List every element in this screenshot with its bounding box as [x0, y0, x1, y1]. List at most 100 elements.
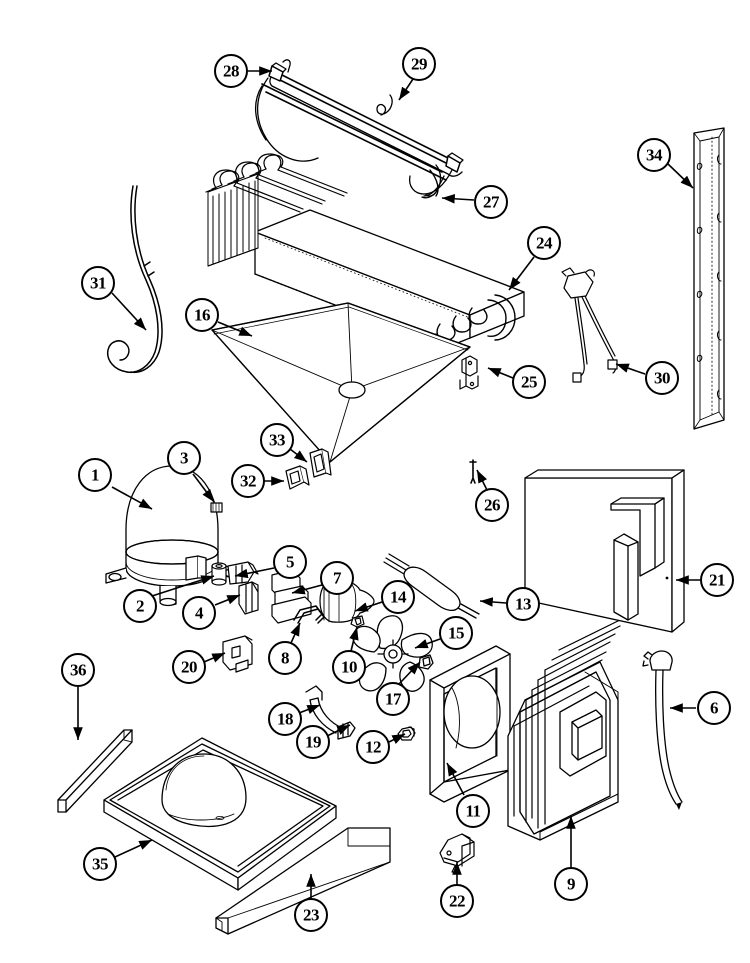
callout-34-side-trim-panel[interactable]: 34 — [637, 138, 671, 172]
callout-5-relay[interactable]: 5 — [273, 545, 307, 579]
leader-line-19 — [326, 724, 351, 737]
leader-line-25 — [487, 367, 514, 379]
access-panel — [524, 469, 685, 633]
callout-label: 9 — [567, 874, 576, 893]
leader-line-3 — [192, 473, 215, 503]
callout-4-terminal-cover[interactable]: 4 — [182, 596, 216, 630]
leader-line-24 — [508, 256, 535, 291]
callout-label: 15 — [448, 623, 465, 642]
callout-21-access-panel[interactable]: 21 — [700, 563, 734, 597]
callout-24-condenser-tube-coil[interactable]: 24 — [527, 226, 561, 260]
callout-label: 25 — [521, 372, 538, 391]
callout-label: 14 — [390, 587, 407, 606]
grommets — [285, 448, 332, 490]
callout-33-grommet-large[interactable]: 33 — [260, 423, 294, 457]
callout-12-hex-nut[interactable]: 12 — [356, 730, 390, 764]
leader-line-33 — [289, 448, 308, 463]
callout-9-condenser[interactable]: 9 — [554, 867, 588, 901]
leader-line-15 — [414, 638, 441, 649]
callout-18-drain-hose[interactable]: 18 — [268, 702, 302, 736]
leader-line-14 — [354, 601, 383, 612]
callout-label: 13 — [515, 594, 532, 613]
callout-label: 29 — [411, 54, 428, 73]
leader-line-29 — [398, 78, 414, 101]
leader-line-4 — [214, 594, 241, 606]
callout-14-condenser-fan-motor[interactable]: 14 — [381, 580, 415, 614]
leader-line-1 — [111, 486, 153, 510]
defrost-heater-assembly — [255, 59, 464, 199]
callout-label: 18 — [277, 709, 294, 728]
callout-36-rear-rail[interactable]: 36 — [61, 653, 95, 687]
evaporator-assembly — [205, 153, 525, 484]
callout-label: 34 — [646, 145, 663, 164]
leader-line-12 — [388, 733, 406, 745]
callout-3-compressor-mount-stud[interactable]: 3 — [167, 441, 201, 475]
callout-label: 12 — [365, 737, 382, 756]
callout-30-wiring-harness[interactable]: 30 — [645, 361, 679, 395]
leader-line-16 — [217, 321, 253, 337]
leader-line-30 — [615, 363, 646, 375]
leader-line-11 — [446, 762, 465, 796]
callout-label: 30 — [654, 368, 671, 387]
callout-label: 7 — [333, 568, 342, 587]
leader-line-2 — [151, 575, 215, 597]
leader-line-17 — [398, 661, 421, 685]
callout-label: 1 — [91, 465, 100, 484]
leader-line-7 — [291, 584, 323, 595]
callout-25-mounting-bracket[interactable]: 25 — [512, 365, 546, 399]
callout-11-fan-shroud[interactable]: 11 — [456, 794, 490, 828]
callout-19-hose-clamp[interactable]: 19 — [296, 725, 330, 759]
callout-10-fan-motor-mounting-nut[interactable]: 10 — [332, 650, 366, 684]
callout-2-compressor-mount-grommet[interactable]: 2 — [123, 589, 157, 623]
callout-20-junction-block[interactable]: 20 — [172, 650, 206, 684]
callout-label: 2 — [136, 596, 145, 615]
callout-label: 4 — [195, 603, 204, 622]
callout-16-drain-pan-cover[interactable]: 16 — [185, 298, 219, 332]
leader-line-10 — [349, 626, 359, 652]
electrical-components — [222, 551, 325, 673]
leader-line-26 — [476, 469, 488, 491]
callout-32-grommet-small[interactable]: 32 — [231, 464, 265, 498]
callout-label: 11 — [465, 801, 481, 820]
callout-31-capillary-tube[interactable]: 31 — [81, 266, 115, 300]
callout-label: 5 — [286, 552, 295, 571]
callout-29-heater-retainer-hook[interactable]: 29 — [402, 47, 436, 81]
callout-label: 36 — [70, 660, 87, 679]
callout-label: 31 — [90, 273, 107, 292]
callout-22-start-capacitor[interactable]: 22 — [440, 884, 474, 918]
front-rail — [215, 827, 391, 935]
callout-label: 8 — [281, 648, 290, 667]
callout-label: 3 — [180, 448, 189, 467]
filter-drier — [383, 553, 480, 619]
leader-line-13 — [479, 597, 507, 607]
callout-28-defrost-heater-bracket[interactable]: 28 — [214, 54, 248, 88]
leader-line-18 — [298, 704, 321, 715]
callout-13-filter-drier[interactable]: 13 — [506, 587, 540, 621]
wiring-harness — [561, 267, 618, 383]
callout-label: 20 — [181, 657, 198, 676]
callout-35-drain-pan[interactable]: 35 — [83, 847, 117, 881]
callout-label: 33 — [269, 430, 286, 449]
callout-label: 22 — [449, 891, 466, 910]
rear-rail — [57, 729, 133, 813]
callout-26-cotter-pin[interactable]: 26 — [475, 488, 509, 522]
callout-15-condenser-fan-blade[interactable]: 15 — [439, 616, 473, 650]
callout-1-compressor[interactable]: 1 — [78, 458, 112, 492]
callout-6-drain-tube[interactable]: 6 — [697, 691, 731, 725]
callout-label: 28 — [223, 61, 240, 80]
leader-line-27 — [441, 194, 475, 204]
callout-label: 19 — [305, 732, 322, 751]
callout-label: 23 — [303, 905, 320, 924]
callout-27-heater-clip[interactable]: 27 — [474, 185, 508, 219]
leader-line-34 — [667, 163, 694, 189]
callout-label: 24 — [536, 233, 553, 252]
callout-7-overload-protector[interactable]: 7 — [320, 561, 354, 595]
callout-23-front-rail[interactable]: 23 — [294, 898, 328, 932]
callout-label: 32 — [240, 471, 257, 490]
leader-line-8 — [290, 622, 301, 644]
callout-8-wire-retainer-clip[interactable]: 8 — [268, 641, 302, 675]
callout-label: 16 — [194, 305, 211, 324]
callout-17-fan-blade-retainer[interactable]: 17 — [376, 682, 410, 716]
